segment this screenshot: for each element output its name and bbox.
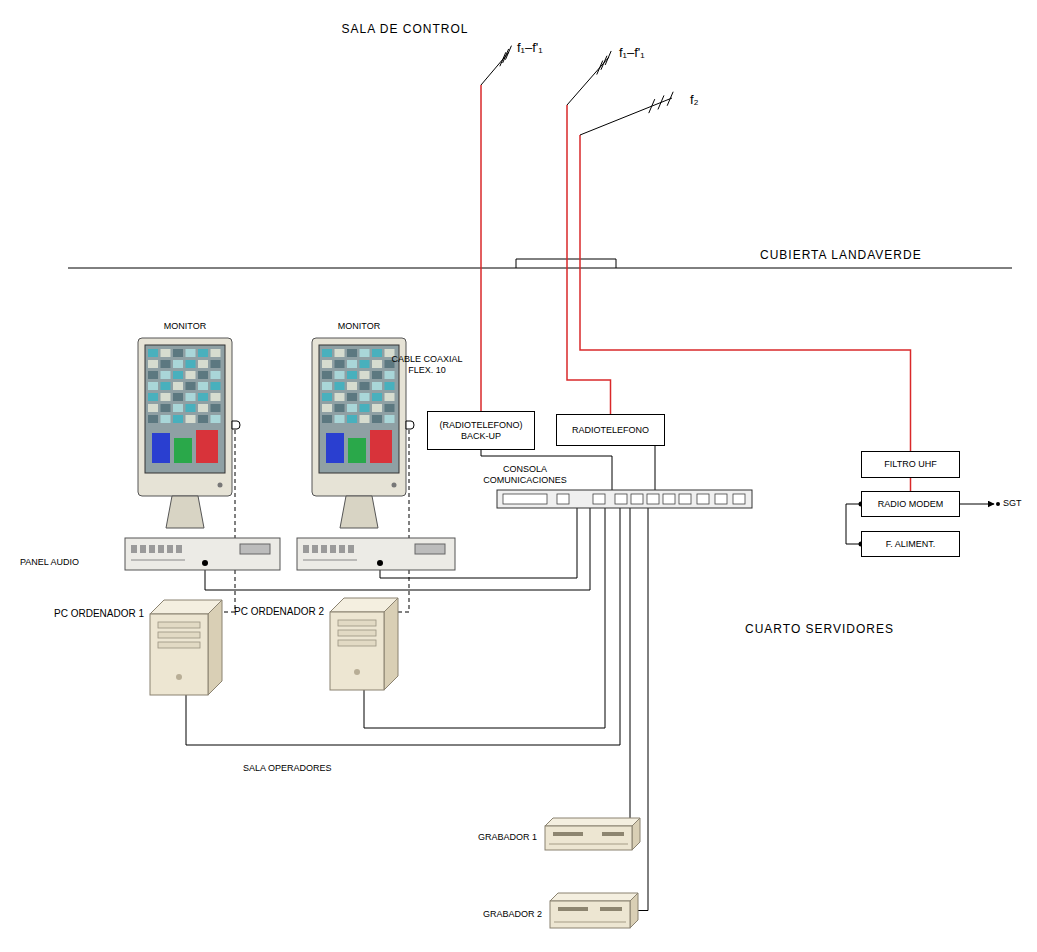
signal-cable [186, 508, 620, 745]
roof-line [68, 268, 1012, 269]
coaxial-cable [580, 135, 911, 451]
area-label: SALA OPERADORES [243, 763, 332, 774]
box-label: RADIOTELEFONO [572, 425, 649, 436]
area-label: PANEL AUDIO [20, 557, 79, 568]
signal-cable [205, 508, 590, 590]
coaxial-cable [480, 85, 482, 411]
roof-passage [516, 259, 616, 268]
device-label: MONITOR [312, 321, 406, 332]
dashed-cable [222, 570, 235, 612]
device-label: f₁–f'₁ [619, 45, 645, 61]
signal-cable [655, 446, 656, 490]
equipment-box: (RADIOTELEFONO) BACK-UP [427, 411, 535, 450]
area-label: CUBIERTA LANDAVERDE [760, 248, 922, 262]
device-label: PC ORDENADOR 2 [234, 606, 324, 618]
recorder-symbol [550, 893, 638, 928]
box-label: F. ALIMENT. [886, 539, 936, 550]
device-label: GRABADOR 1 [478, 832, 537, 843]
sgt-dot [996, 502, 1000, 506]
box-label: (RADIOTELEFONO) BACK-UP [433, 420, 529, 442]
box-label: FILTRO UHF [884, 459, 936, 470]
pc-tower-symbol [330, 598, 398, 690]
device-label: MONITOR [138, 321, 232, 332]
title-text: SALA DE CONTROL [290, 22, 520, 36]
equipment-box: FILTRO UHF [861, 451, 960, 478]
area-label: CABLE COAXIAL FLEX. 10 [384, 354, 470, 376]
device-label: GRABADOR 2 [483, 909, 542, 920]
pc-tower: PC ORDENADOR 2 [330, 598, 398, 690]
equipment-box: RADIO MODEM [861, 491, 960, 517]
device-label: PC ORDENADOR 1 [54, 608, 144, 620]
signal-cable [481, 450, 612, 490]
recorder: GRABADOR 1 [545, 818, 640, 850]
coaxial-cable [567, 105, 611, 414]
pc-tower: PC ORDENADOR 1 [150, 600, 222, 695]
area-label: SGT [1003, 498, 1022, 509]
recorder: GRABADOR 2 [550, 893, 638, 928]
equipment-box: F. ALIMENT. [861, 531, 960, 557]
monitor: MONITOR [125, 338, 280, 570]
antenna-symbol [580, 88, 720, 135]
antenna: f₁–f'₁ [481, 40, 576, 85]
signal-cable [846, 504, 861, 544]
device-label: f₂ [690, 92, 699, 108]
area-label: CUARTO SERVIDORES [745, 622, 894, 636]
dashed-cable [398, 570, 409, 612]
recorder-symbol [545, 818, 640, 850]
comms-console-symbol [497, 490, 752, 508]
sgt-arrow [960, 504, 994, 505]
monitor-symbol [125, 338, 280, 570]
comms-console: CONSOLA COMUNICACIONES [497, 490, 752, 508]
signal-cable [630, 508, 631, 818]
device-label: f₁–f'₁ [517, 40, 543, 56]
signal-cable [638, 508, 648, 911]
box-label: RADIO MODEM [878, 499, 944, 510]
device-label: CONSOLA COMUNICACIONES [483, 464, 567, 486]
antenna: f₁–f'₁ [567, 43, 687, 105]
equipment-box: RADIOTELEFONO [556, 414, 665, 446]
coaxial-cable [910, 478, 912, 491]
pc-tower-symbol [150, 600, 222, 695]
antenna: f₂ [580, 88, 720, 135]
